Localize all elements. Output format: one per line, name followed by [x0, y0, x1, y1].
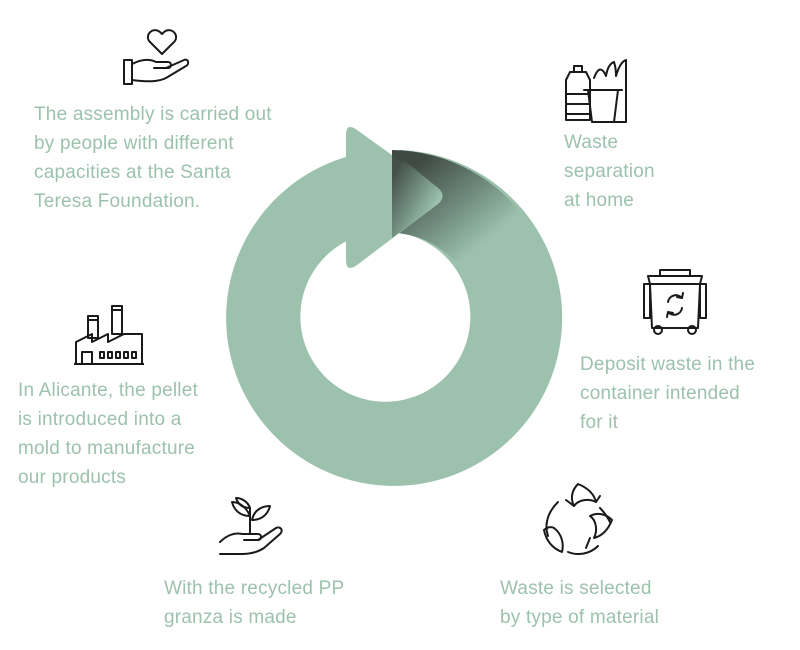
recycle-leaves-icon [538, 480, 620, 558]
step-text-alicante-pellet: In Alicante, the pellet is introduced in… [18, 380, 198, 488]
step-text-waste-separation: Waste separation at home [564, 132, 655, 211]
factory-icon [74, 302, 144, 368]
cycle-arrow-head-shade [392, 150, 443, 238]
recycling-container-icon [640, 268, 710, 338]
hand-heart-icon [122, 26, 192, 90]
step-text-waste-selected: Waste is selected by type of material [500, 578, 660, 628]
cycle-ring-shade [392, 150, 530, 262]
step-text-assembly: The assembly is carried out by people wi… [34, 104, 272, 212]
hand-sprout-icon [216, 490, 290, 558]
bags-and-bin-icon [560, 56, 632, 126]
step-text-recycled-pp: With the recycled PP granza is made [164, 578, 345, 628]
step-text-deposit-waste: Deposit waste in the container intended … [580, 354, 756, 433]
